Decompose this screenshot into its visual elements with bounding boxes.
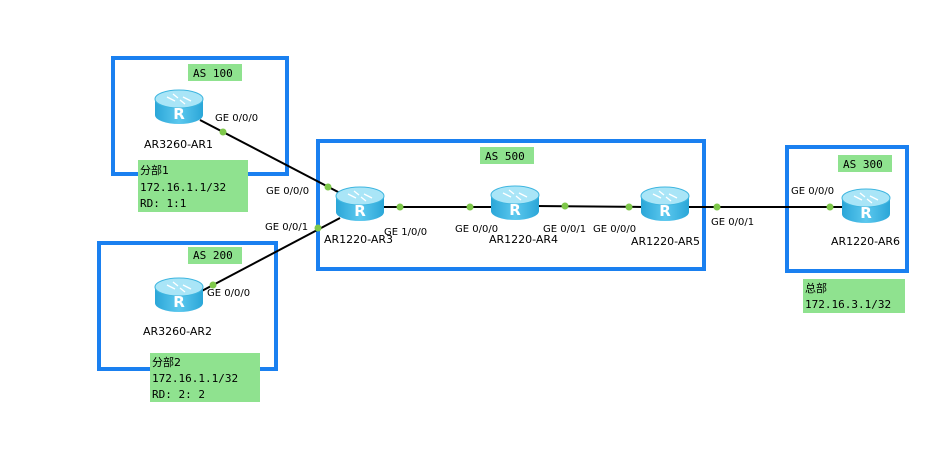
port-dot-ar6-ge000[interactable]	[826, 203, 834, 211]
port-label-ar3-ge100: GE 1/0/0	[384, 227, 427, 238]
port-label-ar1-ge000: GE 0/0/0	[215, 113, 258, 124]
router-ar5[interactable]: R	[640, 186, 690, 222]
as-500-label-bg	[480, 147, 534, 164]
note-branch1-line2: RD: 1:1	[140, 197, 186, 210]
router-label-ar5: AR1220-AR5	[631, 235, 700, 248]
note-branch1-line1: 172.16.1.1/32	[140, 181, 226, 194]
port-dot-ar4-ge001[interactable]	[561, 202, 569, 210]
port-dot-ar3-ge100[interactable]	[396, 203, 404, 211]
port-label-ar4-ge000: GE 0/0/0	[455, 224, 498, 235]
router-glyph: R	[509, 201, 521, 219]
port-dot-ar5-ge001[interactable]	[713, 203, 721, 211]
router-ar3[interactable]: R	[335, 186, 385, 222]
router-label-ar4: AR1220-AR4	[489, 233, 558, 246]
port-dots	[209, 128, 834, 289]
as-300-label-bg	[838, 155, 892, 172]
router-label-ar1: AR3260-AR1	[144, 138, 213, 151]
port-label-ar4-ge001: GE 0/0/1	[543, 224, 586, 235]
router-glyph: R	[173, 293, 185, 311]
as-200-label: AS 200	[193, 249, 233, 262]
as-100-label: AS 100	[193, 67, 233, 80]
as-300-box	[785, 145, 909, 273]
note-branch2-bg	[150, 353, 260, 402]
routers: R AR3260-AR1 R AR3260-AR2 R AR1220-AR3 R…	[143, 89, 900, 338]
note-hq-line1: 172.16.3.1/32	[805, 298, 891, 311]
router-glyph: R	[659, 202, 671, 220]
note-branch2-line1: 172.16.1.1/32	[152, 372, 238, 385]
as-100-label-bg	[188, 64, 242, 81]
router-label-ar6: AR1220-AR6	[831, 235, 900, 248]
port-dot-ar1-ge000[interactable]	[219, 128, 227, 136]
notes: 分部1 172.16.1.1/32 RD: 1:1 分部2 172.16.1.1…	[138, 160, 905, 402]
router-glyph: R	[173, 105, 185, 123]
router-glyph: R	[354, 202, 366, 220]
note-branch1-bg	[138, 160, 248, 212]
port-dot-ar2-ge000[interactable]	[209, 281, 217, 289]
port-dot-ar4-ge000[interactable]	[466, 203, 474, 211]
as-300-label: AS 300	[843, 158, 883, 171]
note-hq-title: 总部	[805, 281, 827, 295]
port-dot-ar3-ge001[interactable]	[314, 224, 322, 232]
note-branch1: 分部1 172.16.1.1/32 RD: 1:1	[138, 160, 248, 212]
router-glyph: R	[860, 204, 872, 222]
note-hq-bg	[803, 279, 905, 313]
router-ar2[interactable]: R	[154, 277, 204, 313]
note-branch2-line2: RD: 2: 2	[152, 388, 205, 401]
as-500-label: AS 500	[485, 150, 525, 163]
router-ar4[interactable]: R	[490, 185, 540, 221]
router-ar1[interactable]: R	[154, 89, 204, 125]
router-ar6[interactable]: R	[841, 188, 891, 224]
port-dot-ar5-ge000[interactable]	[625, 203, 633, 211]
port-dot-ar3-ge000[interactable]	[324, 183, 332, 191]
port-label-ar5-ge000: GE 0/0/0	[593, 224, 636, 235]
router-label-ar3: AR1220-AR3	[324, 233, 393, 246]
port-label-ar3-ge001: GE 0/0/1	[265, 222, 308, 233]
note-branch1-title: 分部1	[140, 163, 169, 177]
note-hq: 总部 172.16.3.1/32	[803, 279, 905, 313]
as-500-box	[316, 139, 706, 271]
port-label-ar2-ge000: GE 0/0/0	[207, 288, 250, 299]
port-labels: GE 0/0/0 GE 0/0/0 GE 0/0/1 GE 0/0/0 GE 1…	[207, 113, 834, 299]
port-label-ar5-ge001: GE 0/0/1	[711, 217, 754, 228]
note-branch2: 分部2 172.16.1.1/32 RD: 2: 2	[150, 353, 260, 402]
note-branch2-title: 分部2	[152, 355, 181, 369]
as-200-label-bg	[188, 247, 242, 264]
port-label-ar6-ge000: GE 0/0/0	[791, 186, 834, 197]
port-label-ar3-ge000: GE 0/0/0	[266, 186, 309, 197]
router-label-ar2: AR3260-AR2	[143, 325, 212, 338]
as-labels: AS 100 AS 200 AS 500 AS 300	[188, 64, 892, 264]
